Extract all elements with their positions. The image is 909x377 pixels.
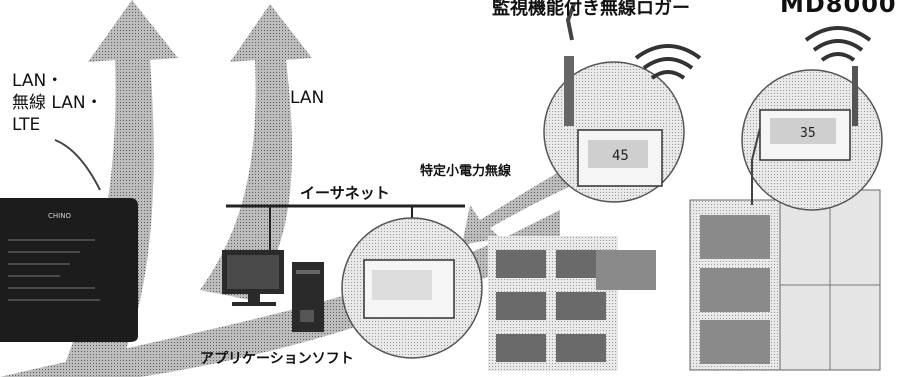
- logger-rack: [488, 236, 656, 371]
- ethernet-label: イーサネット: [300, 184, 390, 202]
- low-power-radio-label: 特定小電力無線: [420, 164, 512, 179]
- refrigerator: [689, 189, 881, 371]
- label-line-2: 無線 LAN・: [12, 93, 103, 113]
- application-software-label: アプリケーションソフト: [200, 351, 354, 367]
- lan-wireless-lte-label: LAN・ 無線 LAN・ LTE: [12, 70, 103, 136]
- logger-readout-right: 35: [800, 126, 816, 141]
- lan-wireless-arrow: [60, 0, 178, 377]
- wifi-icon: [804, 26, 872, 62]
- logger-readout-upper: 45: [612, 148, 629, 164]
- lan-label: LAN: [290, 88, 325, 108]
- monitoring-unit: CHINO: [0, 198, 138, 342]
- wifi-icon: [634, 44, 702, 80]
- label-line-3: LTE: [12, 115, 41, 135]
- lan-arrow: [200, 4, 312, 300]
- pc: [222, 250, 324, 332]
- top-caption: 監視機能付き無線ロガー: [492, 0, 690, 19]
- label-line-1: LAN・: [12, 71, 64, 91]
- model-name: MD8000: [780, 0, 897, 18]
- device-brand: CHINO: [48, 212, 71, 220]
